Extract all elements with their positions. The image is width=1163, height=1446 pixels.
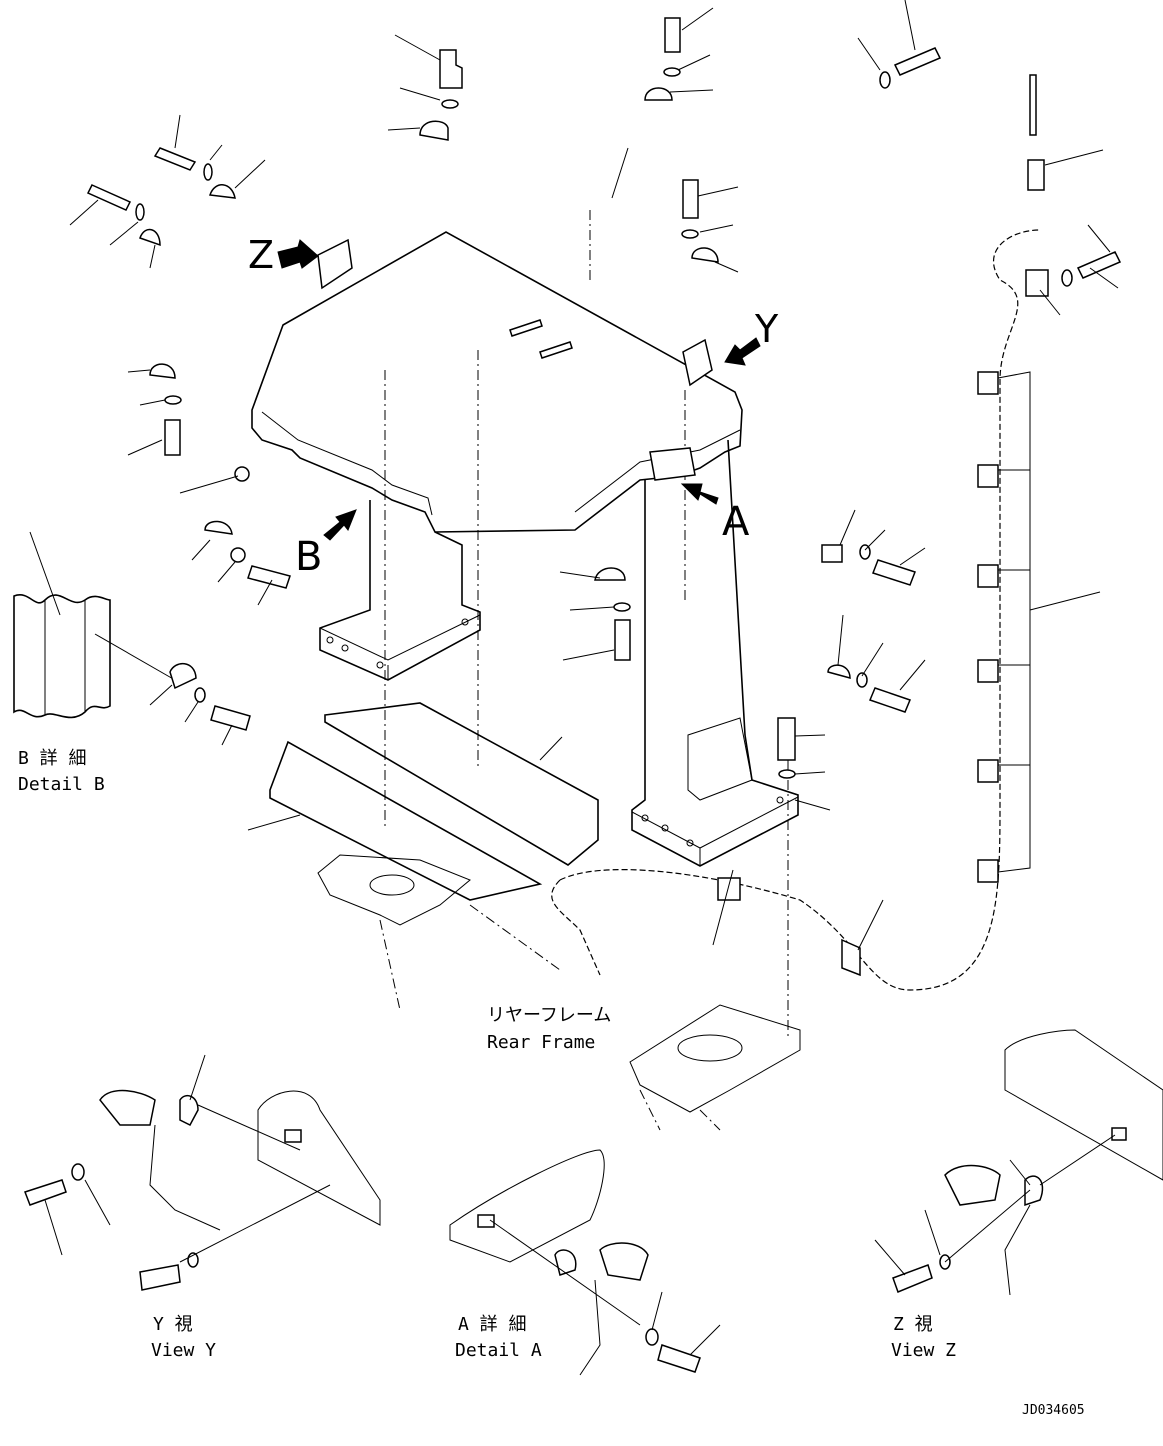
wire-harness: [551, 229, 1041, 991]
view-z: [874, 1029, 1163, 1296]
view-y-label-jp: Y 視: [153, 1314, 193, 1335]
rear-frame: [317, 854, 801, 1131]
detail-b-label-en: Detail B: [18, 774, 105, 795]
centerlines: [384, 210, 789, 1040]
leader-lines: [29, 0, 1119, 951]
arrow-b-icon: [323, 509, 357, 541]
right-pillar: [631, 439, 799, 867]
left-pillar: [319, 500, 481, 681]
drawing-id: JD034605: [1022, 1403, 1085, 1418]
detail-b-arrow-label: B: [295, 534, 322, 580]
arrow-a-icon: [680, 483, 719, 505]
rear-frame-label-en: Rear Frame: [487, 1032, 595, 1053]
view-z-label-en: View Z: [891, 1340, 956, 1361]
arrow-z-icon: [277, 239, 319, 269]
harness-clips: [977, 371, 1101, 883]
detail-a-label-en: Detail A: [455, 1340, 542, 1361]
rear-frame-label-jp: リヤーフレーム: [487, 1005, 611, 1026]
view-y-label-en: View Y: [151, 1340, 216, 1361]
view-z-label-jp: Z 視: [893, 1314, 933, 1335]
detail-a-arrow-label: A: [722, 499, 750, 545]
arrow-y-icon: [724, 337, 761, 366]
view-y-arrow-label: Y: [754, 307, 779, 351]
floor-plate: [269, 702, 599, 901]
detail-a-label-jp: A 詳 細: [458, 1314, 527, 1335]
detail-a: [449, 1149, 721, 1376]
hardware: [86, 17, 1122, 977]
detail-b: [13, 594, 251, 746]
view-z-arrow-label: Z: [248, 233, 274, 277]
view-arrows: [277, 239, 761, 541]
view-y: [24, 1054, 381, 1291]
detail-b-label-jp: B 詳 細: [18, 748, 87, 769]
